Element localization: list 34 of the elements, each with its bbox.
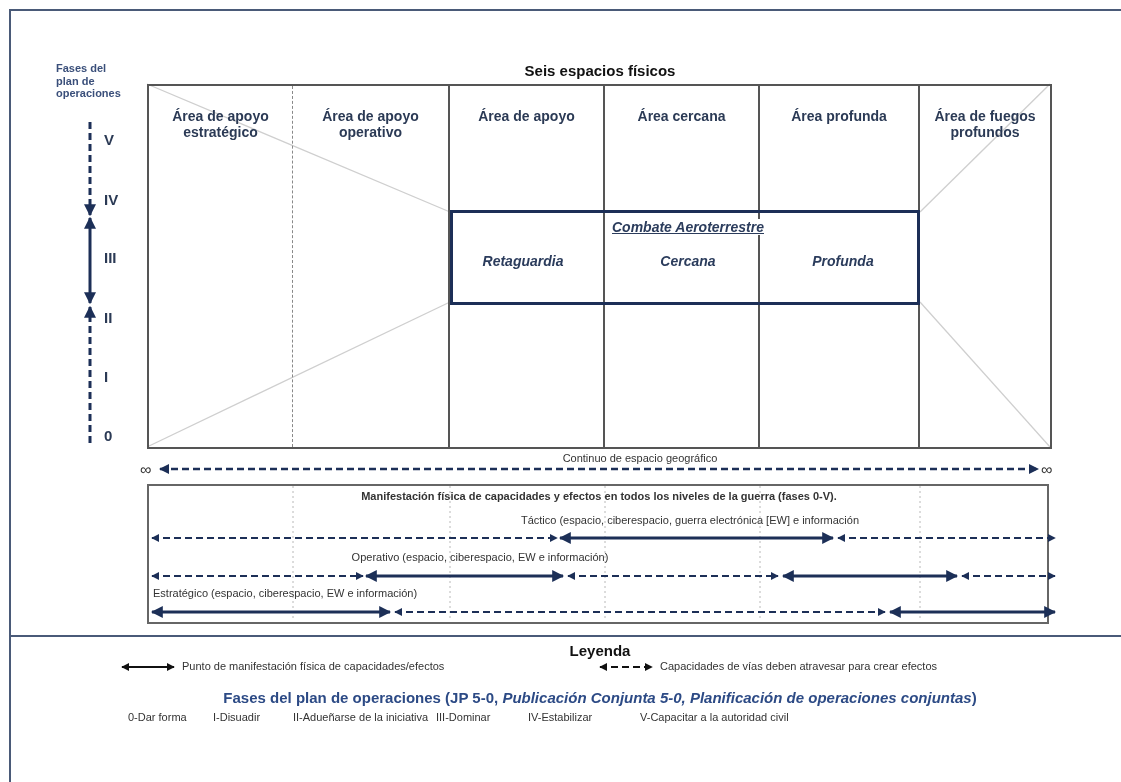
area-label: Área cercana	[636, 108, 727, 125]
phases-caption: Fases del plan de operaciones (JP 5-0, Publicación Conjunta 5-0, Planificación de operaciones conjuntas)	[222, 689, 978, 707]
phase-name: I-Disuadir	[213, 711, 262, 724]
infinity-symbol: ∞	[140, 461, 153, 480]
combat-zone-box	[450, 210, 920, 305]
area-label: Área de apoyo estratégico	[171, 108, 270, 141]
phase-numeral: II	[104, 309, 114, 327]
area-label: Área profunda	[790, 108, 888, 125]
axis-title: Fases del plan de operaciones	[56, 62, 122, 100]
phase-numeral: III	[104, 249, 118, 267]
level-label: Táctico (espacio, ciberespacio, guerra electrónica [EW] e información	[519, 514, 861, 527]
panel-heading: Manifestación física de capacidades y efectos en todos los niveles de la guerra (fases 0-V).	[360, 490, 838, 503]
axis-label: Continuo de espacio geográfico	[561, 452, 719, 465]
diagram-title: Seis espacios físicos	[523, 62, 677, 80]
levels-panel	[147, 484, 1049, 624]
level-label: Operativo (espacio, ciberespacio, EW e información)	[350, 551, 610, 564]
zone-label: Cercana	[659, 253, 717, 270]
phase-numeral: 0	[104, 427, 114, 445]
level-label: Estratégico (espacio, ciberespacio, EW e información)	[153, 587, 419, 600]
legend-text: Capacidades de vías deben atravesar para crear efectos	[660, 660, 937, 673]
area-label: Área de apoyo	[477, 108, 576, 125]
phase-name: III-Dominar	[436, 711, 492, 724]
phase-name: IV-Estabilizar	[528, 711, 594, 724]
infinity-symbol: ∞	[1041, 461, 1054, 480]
zone-label: Retaguardia	[481, 253, 565, 270]
area-label: Área de fuegos profundos	[933, 108, 1037, 141]
zone-label: Profunda	[811, 253, 875, 270]
phase-numeral: V	[104, 131, 115, 149]
legend-title: Leyenda	[568, 642, 632, 660]
phase-name: V-Capacitar a la autoridad civil	[640, 711, 790, 724]
phase-numeral: IV	[104, 191, 120, 209]
phase-numeral: I	[104, 368, 110, 386]
area-label: Área de apoyo operativo	[321, 108, 420, 141]
legend-text: Punto de manifestación física de capacidades/efectos	[182, 660, 445, 673]
